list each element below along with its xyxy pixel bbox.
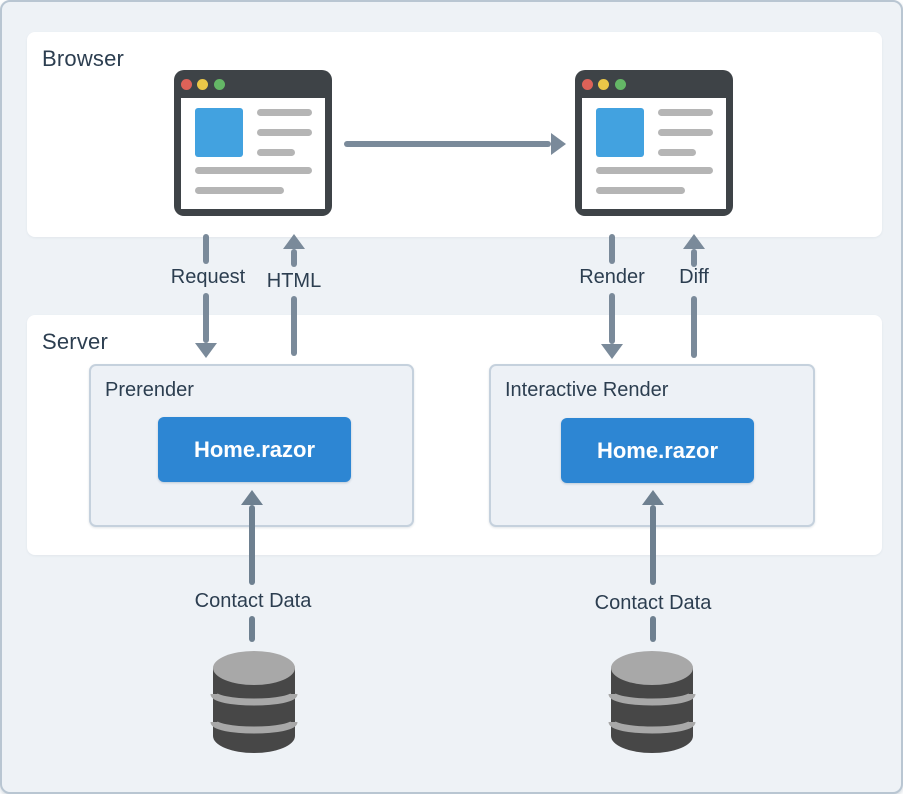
- html-arrow: [291, 249, 297, 267]
- diff-arrow: [691, 296, 697, 358]
- traffic-light-green-icon: [615, 79, 626, 90]
- traffic-light-yellow-icon: [197, 79, 208, 90]
- traffic-light-red-icon: [582, 79, 593, 90]
- home-razor-component: Home.razor: [158, 417, 351, 482]
- page-text-placeholder: [257, 109, 312, 116]
- page-image-placeholder: [195, 108, 243, 157]
- traffic-light-green-icon: [214, 79, 225, 90]
- traffic-light-red-icon: [181, 79, 192, 90]
- page-text-placeholder: [596, 187, 685, 194]
- render-arrow: [609, 234, 615, 264]
- browser-page-content: [582, 98, 726, 209]
- interactive-render-box-label: Interactive Render: [505, 379, 669, 401]
- request-arrow: [203, 234, 209, 264]
- browser-page-content: [181, 98, 325, 209]
- html-arrow: [291, 296, 297, 356]
- browser-transition-arrow: [344, 141, 551, 147]
- diff-label: Diff: [679, 266, 709, 288]
- page-text-placeholder: [257, 149, 295, 156]
- arrow-up-icon: [241, 490, 263, 505]
- render-arrow: [609, 293, 615, 344]
- page-image-placeholder: [596, 108, 644, 157]
- contact-data-arrow: [650, 505, 656, 585]
- browser-section-label: Browser: [42, 46, 125, 71]
- arrow-up-icon: [642, 490, 664, 505]
- page-text-placeholder: [658, 149, 696, 156]
- contact-data-arrow: [249, 505, 255, 585]
- browser-window-icon: [174, 70, 332, 216]
- arrow-up-icon: [683, 234, 705, 249]
- arrow-down-icon: [601, 344, 623, 359]
- page-text-placeholder: [658, 109, 713, 116]
- page-text-placeholder: [195, 167, 312, 174]
- render-label: Render: [579, 266, 645, 288]
- browser-section: Browser: [27, 32, 882, 237]
- arrow-right-icon: [551, 133, 566, 155]
- server-section-label: Server: [42, 329, 108, 354]
- prerender-box-label: Prerender: [105, 379, 194, 401]
- page-text-placeholder: [658, 129, 713, 136]
- browser-window-icon: [575, 70, 733, 216]
- request-arrow: [203, 293, 209, 343]
- page-text-placeholder: [596, 167, 713, 174]
- traffic-light-yellow-icon: [598, 79, 609, 90]
- contact-data-label: Contact Data: [594, 592, 712, 614]
- page-text-placeholder: [257, 129, 312, 136]
- diff-arrow: [691, 249, 697, 267]
- contact-data-arrow: [650, 616, 656, 642]
- html-label: HTML: [266, 270, 322, 292]
- home-razor-component: Home.razor: [561, 418, 754, 483]
- arrow-up-icon: [283, 234, 305, 249]
- contact-data-label: Contact Data: [194, 590, 312, 612]
- database-icon: [210, 651, 298, 753]
- contact-data-arrow: [249, 616, 255, 642]
- page-text-placeholder: [195, 187, 284, 194]
- arrow-down-icon: [195, 343, 217, 358]
- request-label: Request: [170, 266, 246, 288]
- database-icon: [608, 651, 696, 753]
- server-section: Server Prerender Home.razor Interactive …: [27, 315, 882, 555]
